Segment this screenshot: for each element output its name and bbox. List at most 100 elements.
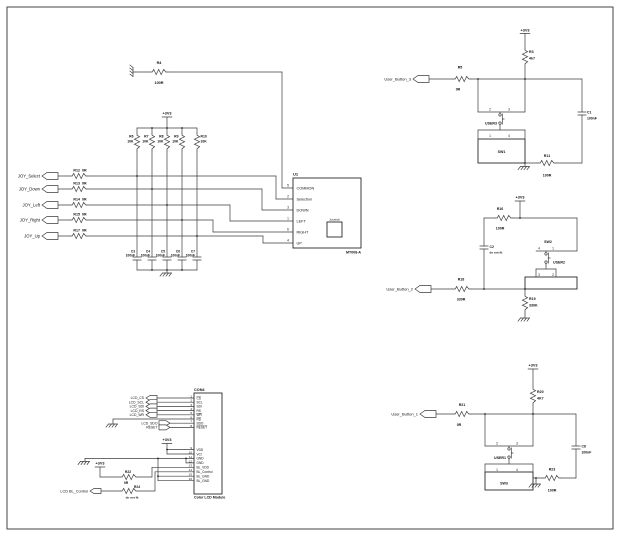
con4-pin-num-10: 10 bbox=[189, 450, 193, 454]
con4-pin-num-12: 12 bbox=[189, 459, 193, 463]
capacitor-c8-value: 100nF bbox=[582, 451, 592, 455]
u1-pin-num-2: 2 bbox=[287, 195, 289, 199]
resistor-r6-ref: R6 bbox=[129, 135, 133, 139]
resistor-r7-ref: R7 bbox=[144, 135, 148, 139]
u1-pin-num-5: 5 bbox=[287, 184, 289, 188]
label-joy-right: JOY_Right bbox=[20, 218, 41, 223]
resistor-r11 bbox=[537, 160, 557, 166]
capacitor-c7-ref: C7 bbox=[191, 250, 195, 254]
sw3-body bbox=[484, 471, 534, 491]
port-joy-right bbox=[41, 216, 59, 224]
resistor-r14-ref: R14 bbox=[73, 198, 80, 202]
resistor-r18-value: 330R bbox=[457, 298, 466, 302]
label-reset: RESET bbox=[146, 426, 157, 430]
con4-pin-num-8: 8 bbox=[190, 424, 192, 428]
capacitor-c5 bbox=[162, 256, 172, 261]
resistor-r23 bbox=[542, 475, 562, 481]
con4-pin-num-5: 5 bbox=[190, 411, 192, 415]
resistor-r6 bbox=[134, 133, 139, 151]
joystick-junction-dots bbox=[136, 127, 198, 271]
resistor-r12-value: 0R bbox=[82, 169, 87, 173]
port-reset bbox=[158, 424, 171, 431]
con4-pin-gnd-2: GND bbox=[197, 461, 205, 465]
sw1-pin-1: 1 bbox=[489, 134, 491, 138]
resistor-r22-ref: R22 bbox=[125, 470, 131, 474]
con4-pin-wr: WR bbox=[197, 413, 203, 417]
switch-user1 bbox=[507, 445, 514, 461]
ground-icon bbox=[129, 64, 137, 77]
resistor-r19-value: 330K bbox=[529, 304, 538, 308]
capacitor-c6-value: 100nF bbox=[171, 253, 180, 257]
resistor-r16-ref: R16 bbox=[497, 207, 504, 211]
label-lcd-rs: LCD_RS bbox=[131, 409, 145, 413]
capacitor-c2-value: do not fit bbox=[490, 251, 503, 255]
sw2-pin-2: 2 bbox=[552, 273, 554, 277]
resistor-r9-value: 10K bbox=[172, 140, 179, 144]
label-joy-left: JOY_Left bbox=[23, 203, 41, 208]
switch-user1-label: USER1 bbox=[494, 456, 506, 460]
con4-pin-bl-gnd-1: BL_GND bbox=[197, 475, 210, 479]
con4-pin-bl-vdd: BL_VDD bbox=[197, 466, 210, 470]
resistor-r19-ref: R19 bbox=[529, 297, 536, 301]
resistor-r21-ref: R21 bbox=[459, 403, 466, 407]
resistor-r10 bbox=[194, 133, 199, 151]
lcd-wires bbox=[84, 397, 195, 492]
resistor-r11-value: 100R bbox=[543, 174, 552, 178]
resistor-r16 bbox=[494, 215, 514, 221]
con4-box bbox=[193, 392, 223, 495]
sw3-ref: SW3 bbox=[500, 482, 508, 486]
con4-pin-num-16: 16 bbox=[189, 477, 193, 481]
resistor-r4 bbox=[149, 69, 169, 75]
button1-junction-dots bbox=[484, 413, 537, 479]
con4-pin-num-2: 2 bbox=[190, 399, 192, 403]
port-joy-down bbox=[41, 185, 59, 193]
resistor-r21-value: 0R bbox=[457, 423, 462, 427]
sw2-ref: SW2 bbox=[544, 240, 552, 244]
resistor-r15-value: 0R bbox=[82, 213, 87, 217]
u1-pin-down: DOWN bbox=[297, 209, 309, 213]
con4-pin-num-13: 13 bbox=[189, 464, 193, 468]
resistor-r9-ref: R9 bbox=[174, 135, 178, 139]
label-lcd-scl: LCD_SCL bbox=[129, 400, 144, 404]
con4-pin-scl: SCL bbox=[197, 401, 203, 405]
button2-junction-dots bbox=[483, 217, 526, 290]
resistor-r20 bbox=[530, 387, 535, 405]
resistor-r14-value: 0R bbox=[82, 198, 87, 202]
sw1-pin-3: 3 bbox=[508, 108, 510, 112]
port-lcd-wr bbox=[145, 411, 158, 418]
u1-pin-common: COMMON bbox=[297, 187, 315, 191]
resistor-r5-value: 0R bbox=[456, 88, 461, 92]
lcd-section: LCD_CS LCD_SCL LCD_SDI LCD_RS LCD_WR LCD… bbox=[60, 388, 225, 500]
label-user-button1: User_Button_1 bbox=[391, 412, 418, 417]
power-rail-3v3-label-2: +3V3 bbox=[96, 462, 105, 466]
con4-pin-bl-control: BL_Control bbox=[197, 470, 213, 474]
capacitor-c3-ref: C3 bbox=[131, 250, 135, 254]
user-button1-section: +3V3 R20 4K7 User_Button_1 R21 0R USER1 … bbox=[391, 364, 591, 493]
switch-user2-label: USER2 bbox=[553, 261, 565, 265]
resistor-r23-value: 100R bbox=[548, 489, 557, 493]
joystick-wires bbox=[57, 71, 294, 271]
capacitor-c8-ref: C8 bbox=[582, 445, 586, 449]
sw1-body bbox=[477, 138, 526, 164]
label-joy-select: JOY_Select bbox=[18, 174, 41, 179]
resistor-r23-ref: R23 bbox=[549, 468, 556, 472]
con4-pin-sdi: SDI bbox=[197, 405, 202, 409]
sw3-pin-4: 4 bbox=[516, 468, 518, 472]
resistor-r8-value: 10K bbox=[157, 140, 164, 144]
capacitor-c3 bbox=[132, 256, 142, 261]
button2-wires bbox=[430, 200, 578, 316]
resistor-r17-ref: R17 bbox=[73, 229, 80, 233]
port-joy-left bbox=[41, 201, 59, 209]
resistor-r8 bbox=[164, 133, 169, 151]
ground-icon bbox=[105, 420, 118, 428]
u1-pin-left: LEFT bbox=[297, 220, 307, 224]
con4-pin-num-1: 1 bbox=[190, 394, 192, 398]
resistor-r13 bbox=[69, 186, 89, 192]
resistor-r16-value: 100R bbox=[496, 227, 505, 231]
resistor-r4-ref: R4 bbox=[157, 61, 163, 65]
resistor-r19 bbox=[522, 294, 527, 312]
port-joy-select bbox=[41, 172, 59, 180]
resistor-r22 bbox=[119, 474, 139, 480]
con4-pin-rd: RD bbox=[197, 417, 202, 421]
sw2-pin-1: 1 bbox=[552, 247, 554, 251]
